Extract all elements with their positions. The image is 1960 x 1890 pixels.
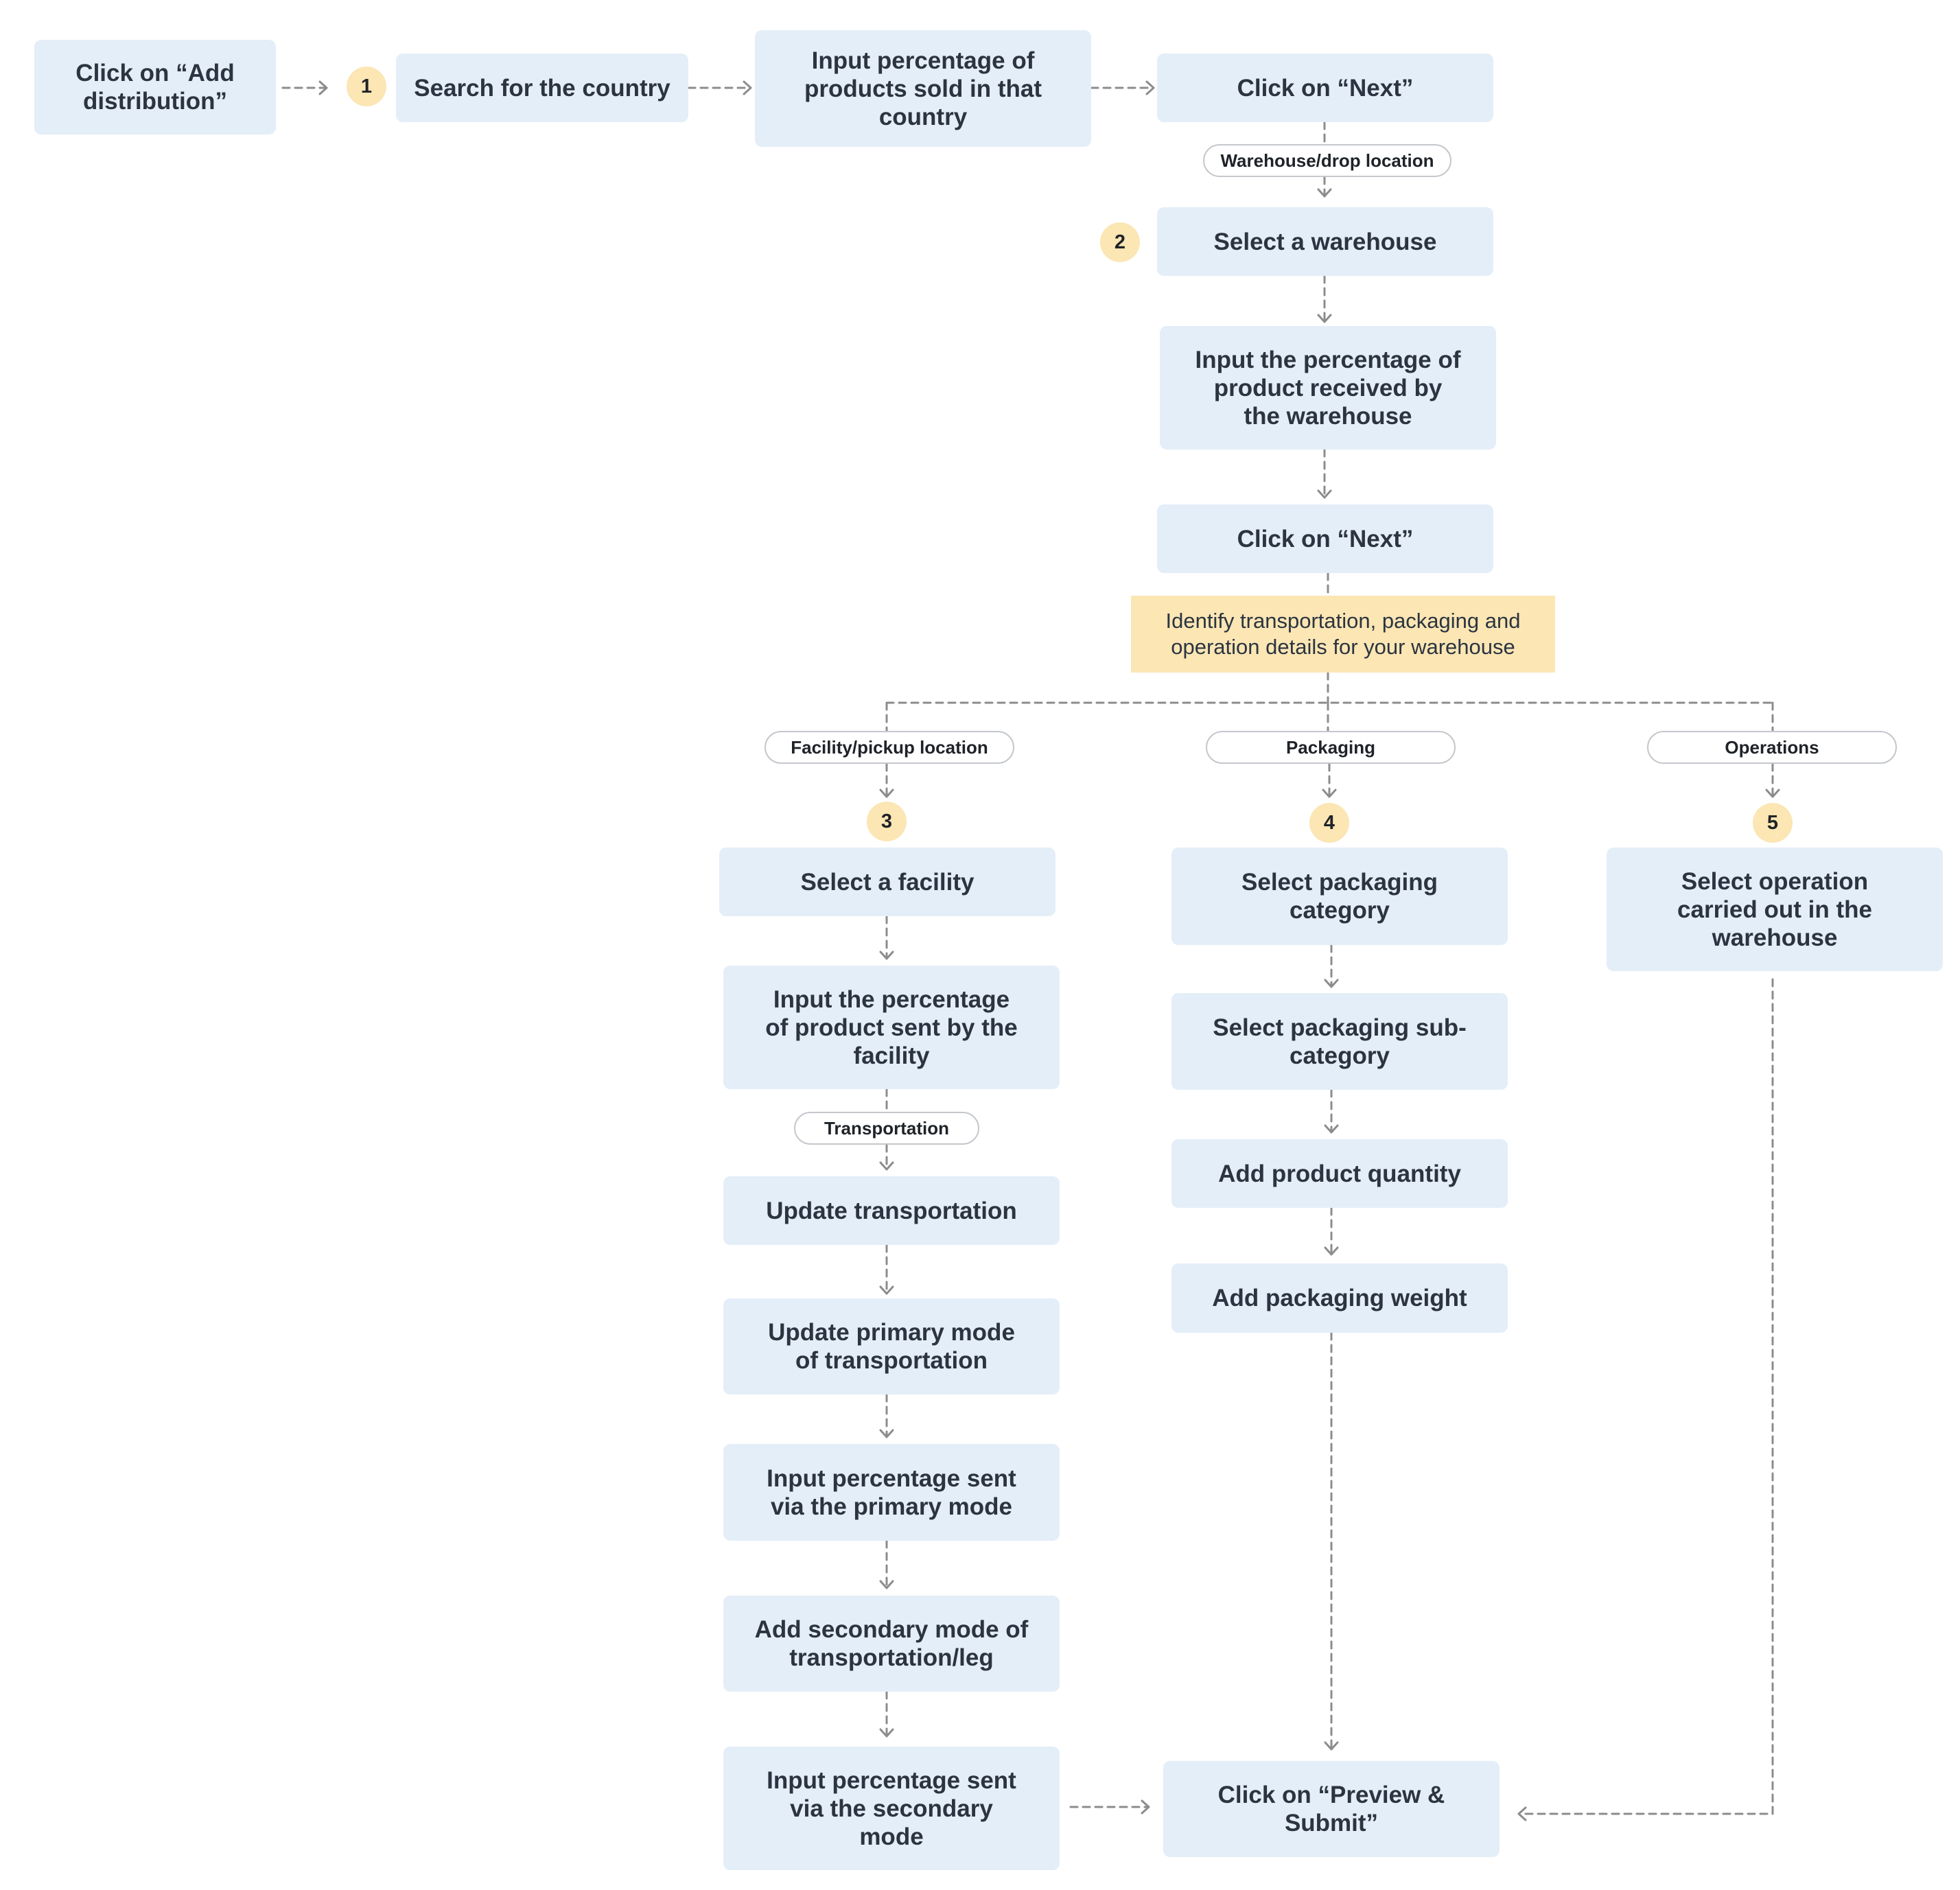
operations-label: Operations: [1647, 731, 1897, 764]
input-secondary-mode-step: Input percentage sent via the secondary …: [723, 1747, 1060, 1870]
step-badge-5: 5: [1753, 803, 1793, 843]
click-next-step-1: Click on “Next”: [1157, 54, 1493, 122]
add-distribution-step: Click on “Add distribution”: [34, 40, 276, 135]
select-warehouse-step: Select a warehouse: [1157, 207, 1493, 276]
add-packaging-weight-step: Add packaging weight: [1171, 1263, 1508, 1333]
select-packaging-category-step: Select packaging category: [1171, 848, 1508, 945]
identify-details-note: Identify transportation, packaging and o…: [1131, 596, 1555, 673]
add-product-quantity-step: Add product quantity: [1171, 1139, 1508, 1208]
search-country-step: Search for the country: [396, 54, 688, 122]
facility-pickup-location-label: Facility/pickup location: [765, 731, 1014, 764]
select-operation-step: Select operation carried out in the ware…: [1607, 848, 1943, 971]
input-percentage-warehouse-step: Input the percentage of product received…: [1160, 326, 1496, 450]
select-facility-step: Select a facility: [719, 848, 1055, 916]
step-badge-2: 2: [1100, 222, 1140, 262]
warehouse-drop-location-label: Warehouse/drop location: [1203, 144, 1451, 177]
step-badge-3: 3: [867, 802, 907, 841]
input-percentage-facility-step: Input the percentage of product sent by …: [723, 966, 1060, 1089]
preview-submit-step: Click on “Preview & Submit”: [1163, 1761, 1500, 1857]
select-packaging-subcategory-step: Select packaging sub-category: [1171, 993, 1508, 1090]
update-transportation-step: Update transportation: [723, 1176, 1060, 1245]
step-badge-4: 4: [1309, 803, 1349, 843]
transportation-label: Transportation: [794, 1112, 979, 1145]
input-primary-mode-step: Input percentage sent via the primary mo…: [723, 1444, 1060, 1541]
add-secondary-mode-step: Add secondary mode of transportation/leg: [723, 1596, 1060, 1692]
update-primary-mode-step: Update primary mode of transportation: [723, 1298, 1060, 1395]
step-badge-1: 1: [347, 67, 386, 106]
click-next-step-2: Click on “Next”: [1157, 504, 1493, 573]
packaging-label: Packaging: [1206, 731, 1456, 764]
input-percentage-country-step: Input percentage of products sold in tha…: [755, 30, 1091, 147]
